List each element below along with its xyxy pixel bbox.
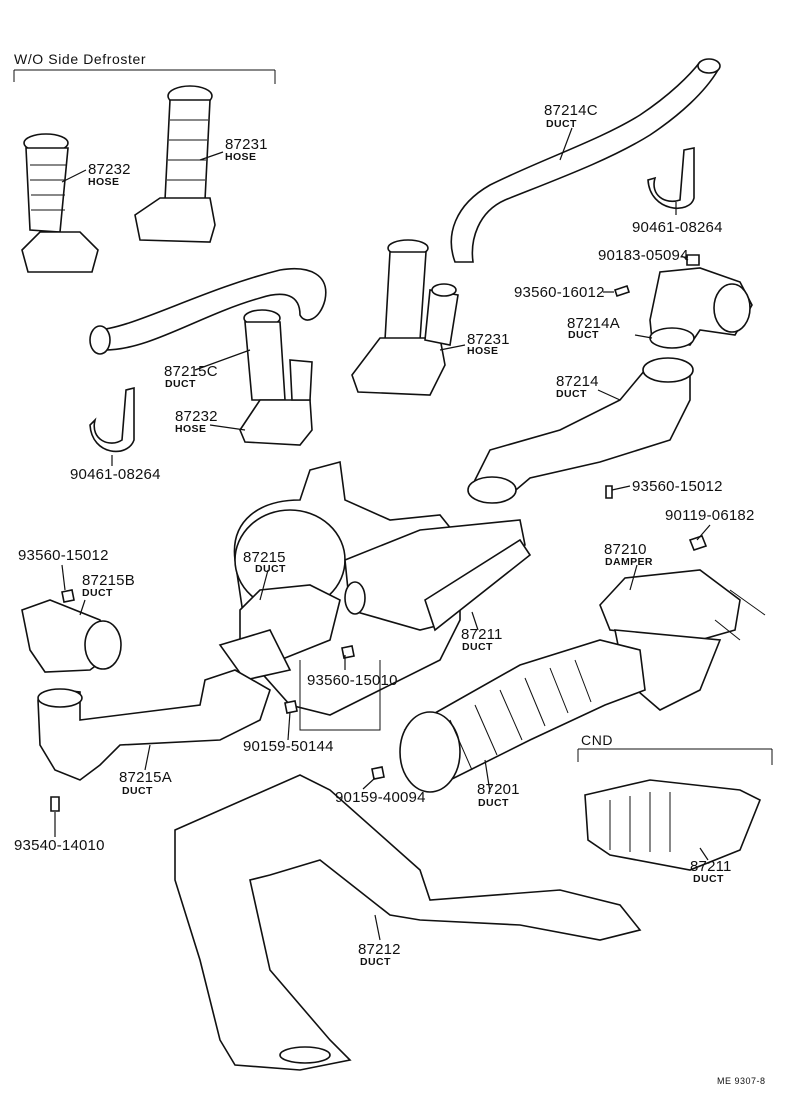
duct-87215c — [89, 268, 327, 355]
part-number-93540: 93540-14010 — [14, 837, 105, 854]
leader-lines — [54, 127, 711, 941]
duct-87215a — [37, 669, 271, 781]
part-name-87201: DUCT — [478, 797, 509, 809]
part-number-87232-mid: 87232 — [175, 408, 218, 425]
part-number-90159-a: 90159-50144 — [243, 738, 334, 755]
part-name-87231-mid: HOSE — [467, 345, 499, 357]
part-number-87201: 87201 — [477, 781, 520, 798]
part-number-87214a: 87214A — [567, 315, 620, 332]
part-number-90183: 90183-05094 — [598, 247, 689, 264]
part-number-87215c: 87215C — [164, 363, 218, 380]
part-name-87232-top: HOSE — [88, 176, 120, 188]
part-name-87210: DAMPER — [605, 556, 653, 568]
duct-87214c — [450, 58, 721, 263]
wo-side-defroster-bracket — [13, 69, 276, 84]
part-name-87214c: DUCT — [546, 118, 577, 130]
part-number-87231-top: 87231 — [225, 136, 268, 153]
part-name-87212: DUCT — [360, 956, 391, 968]
duct-87214a — [649, 267, 753, 349]
part-number-87232-top: 87232 — [88, 161, 131, 178]
part-name-87232-mid: HOSE — [175, 423, 207, 435]
part-number-87231-mid: 87231 — [467, 331, 510, 348]
heater-unit — [218, 460, 532, 731]
section-header-cnd: CND — [581, 732, 614, 748]
part-number-90461-top: 90461-08264 — [632, 219, 723, 236]
part-name-87211-cnd: DUCT — [693, 873, 724, 885]
fastener-screws — [50, 254, 708, 812]
hose-87232-mid — [239, 309, 313, 446]
part-number-87210: 87210 — [604, 541, 647, 558]
hose-87231-top — [134, 85, 216, 243]
part-number-93560-d: 93560-15010 — [307, 672, 398, 689]
duct-87212 — [174, 774, 642, 1071]
part-number-87211-mid: 87211 — [461, 626, 503, 643]
part-number-90159-b: 90159-40094 — [335, 789, 426, 806]
part-name-87215: DUCT — [255, 563, 286, 575]
part-number-90461-left: 90461-08264 — [70, 466, 161, 483]
part-number-93560-b: 93560-15012 — [632, 478, 723, 495]
cnd-bracket — [577, 748, 773, 765]
part-name-87215c: DUCT — [165, 378, 196, 390]
part-number-87211-cnd: 87211 — [690, 858, 732, 875]
part-number-87215a: 87215A — [119, 769, 172, 786]
part-name-87231-top: HOSE — [225, 151, 257, 163]
part-name-87215a: DUCT — [122, 785, 153, 797]
part-name-87211-mid: DUCT — [462, 641, 493, 653]
clamp-90461-top — [647, 147, 695, 210]
part-number-87215: 87215 — [243, 549, 286, 566]
part-name-87214: DUCT — [556, 388, 587, 400]
part-number-93560-c: 93560-15012 — [18, 547, 109, 564]
duct-87215b — [21, 599, 122, 673]
part-number-87214: 87214 — [556, 373, 599, 390]
hose-87232-top — [21, 133, 99, 273]
duct-87201 — [399, 639, 646, 793]
part-number-87212: 87212 — [358, 941, 401, 958]
part-name-87214a: DUCT — [568, 329, 599, 341]
part-name-87215b: DUCT — [82, 587, 113, 599]
diagram-code: ME 9307-8 — [717, 1076, 766, 1086]
duct-87211-cnd — [584, 779, 762, 871]
duct-87214 — [467, 357, 694, 504]
clamp-90461-left — [89, 386, 135, 453]
part-number-87215b: 87215B — [82, 572, 135, 589]
hose-87231-mid — [351, 239, 459, 396]
part-number-87214c: 87214C — [544, 102, 598, 119]
part-number-90119: 90119-06182 — [665, 507, 755, 524]
section-header-wo-side-defroster: W/O Side Defroster — [14, 51, 147, 67]
part-number-93560-a: 93560-16012 — [514, 284, 605, 301]
